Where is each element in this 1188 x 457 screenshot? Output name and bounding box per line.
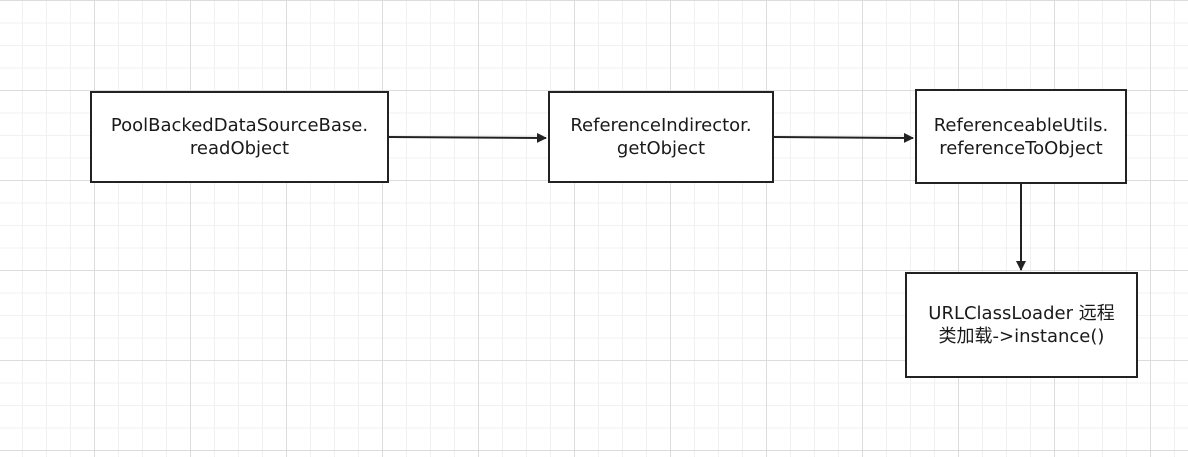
node-referenceable-utils-reference-to-object[interactable]: ReferenceableUtils. referenceToObject bbox=[915, 89, 1127, 184]
node-label: URLClassLoader 远程 类加载->instance() bbox=[928, 302, 1114, 348]
node-label: ReferenceableUtils. referenceToObject bbox=[934, 114, 1109, 160]
node-reference-indirector-get-object[interactable]: ReferenceIndirector. getObject bbox=[548, 91, 774, 183]
node-label-line: ReferenceableUtils. bbox=[933, 114, 1109, 136]
node-label-line: referenceToObject bbox=[939, 137, 1103, 159]
node-label-line: URLClassLoader 远程 bbox=[928, 303, 1115, 324]
node-label-line: 类加载->instance() bbox=[938, 326, 1105, 347]
node-label: ReferenceIndirector. getObject bbox=[570, 114, 751, 160]
edge-n1-n2 bbox=[388, 132, 547, 143]
edge-n2-n3 bbox=[773, 132, 914, 143]
node-url-class-loader-remote-load[interactable]: URLClassLoader 远程 类加载->instance() bbox=[905, 272, 1138, 378]
node-label-line: readObject bbox=[189, 138, 290, 159]
node-label-line: getObject bbox=[616, 138, 706, 159]
node-pool-backed-read-object[interactable]: PoolBackedDataSourceBase. readObject bbox=[90, 91, 389, 183]
node-label: PoolBackedDataSourceBase. readObject bbox=[111, 114, 368, 160]
node-label-line: PoolBackedDataSourceBase. bbox=[110, 115, 369, 136]
node-label-line: ReferenceIndirector. bbox=[570, 115, 752, 136]
